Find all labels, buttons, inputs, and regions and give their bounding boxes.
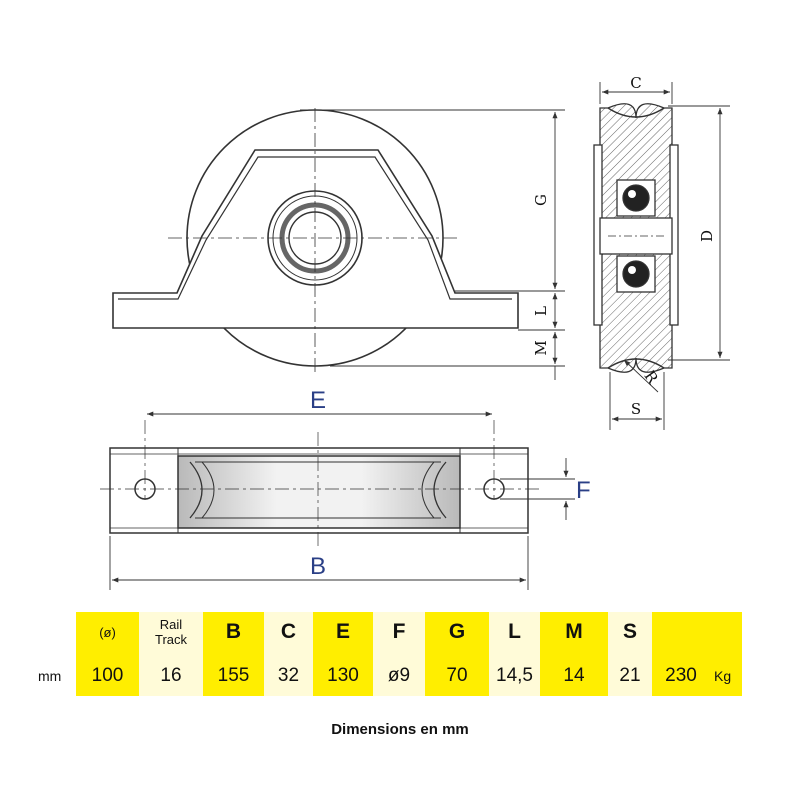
dim-s [609, 372, 665, 430]
col-l: L 14,5 [489, 612, 540, 696]
header-line-1: Rail [159, 617, 183, 632]
col-value: 21 [619, 665, 641, 686]
header-line-2: Track [154, 632, 188, 647]
col-value: 230 [665, 665, 697, 686]
bearing-ball-bottom [622, 260, 650, 288]
col-value: 16 [160, 665, 182, 686]
col-value: 130 [327, 665, 359, 686]
dim-b [109, 536, 529, 590]
col-header: (ø) [99, 624, 116, 640]
col-load: 230 [652, 612, 710, 696]
col-header: E [335, 620, 350, 643]
col-header: S [622, 620, 637, 643]
top-view [100, 420, 540, 546]
col-value: 70 [446, 665, 468, 686]
col-value: 32 [277, 665, 300, 686]
col-value: 155 [217, 665, 250, 686]
col-header: C [280, 620, 297, 643]
label-f: F [576, 477, 591, 504]
dim-c [599, 82, 673, 104]
label-l: L [532, 306, 550, 316]
unit-kg: Kg [714, 668, 732, 684]
wheel-top [177, 455, 461, 529]
label-c: C [630, 74, 641, 92]
vertical-dimensions [300, 109, 565, 380]
col-diameter: (ø) 100 [76, 612, 139, 696]
bearing-ball-top [622, 184, 650, 212]
col-header: B [225, 620, 242, 643]
col-c: C 32 [264, 612, 313, 696]
col-value: 100 [91, 665, 124, 686]
col-header: G [448, 620, 466, 643]
col-value: ø9 [387, 665, 411, 686]
col-g: G 70 [425, 612, 489, 696]
col-load-unit-bg [710, 612, 742, 696]
col-b: B 155 [203, 612, 264, 696]
col-value: 14 [563, 665, 585, 686]
front-view [112, 108, 519, 375]
dim-r-leader [623, 359, 659, 393]
col-e: E 130 [313, 612, 373, 696]
unit-mm: mm [38, 668, 62, 684]
col-s: S 21 [608, 612, 652, 696]
label-s: S [631, 400, 641, 418]
label-g: G [532, 194, 550, 206]
label-m: M [532, 340, 550, 355]
technical-drawing: G L M C D R S [100, 74, 730, 590]
col-header: L [508, 620, 521, 643]
label-e: E [310, 387, 326, 414]
col-header: F [392, 620, 406, 643]
col-header: M [565, 620, 583, 643]
side-view [593, 103, 679, 373]
dim-d [668, 105, 730, 361]
label-d: D [698, 230, 716, 242]
dim-f [500, 458, 575, 520]
footer-caption: Dimensions en mm [331, 721, 469, 738]
label-b: B [310, 553, 326, 580]
col-m: M 14 [540, 612, 608, 696]
col-value: 14,5 [496, 665, 533, 686]
col-f: F ø9 [373, 612, 425, 696]
col-header [652, 612, 710, 652]
